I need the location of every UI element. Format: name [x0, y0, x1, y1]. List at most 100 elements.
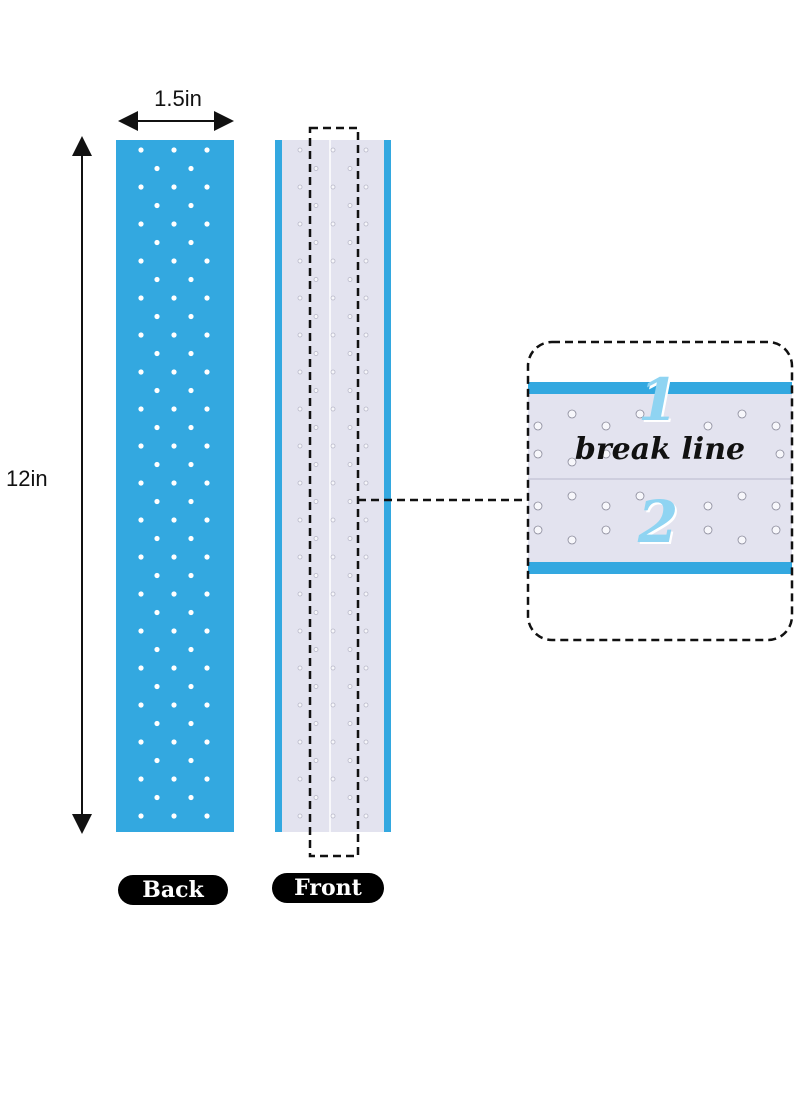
hole-dot-icon	[154, 313, 160, 320]
hole-dot-icon	[297, 184, 303, 190]
hole-dot-icon	[363, 332, 369, 338]
hole-dot-icon	[297, 480, 303, 486]
hole-dot-icon	[313, 388, 319, 393]
hole-dot-icon	[567, 491, 577, 501]
hole-dot-icon	[703, 501, 713, 511]
hole-dot-icon	[204, 702, 210, 708]
hole-dot-icon	[313, 536, 319, 541]
hole-dot-icon	[154, 424, 160, 431]
hole-dot-icon	[171, 443, 177, 449]
hole-dot-icon	[204, 739, 210, 745]
hole-dot-icon	[330, 258, 336, 264]
hole-dot-icon	[204, 480, 210, 486]
hole-dot-icon	[347, 721, 353, 726]
hole-dot-icon	[601, 421, 611, 431]
hole-dot-icon	[703, 525, 713, 535]
hole-dot-icon	[204, 258, 210, 264]
hole-dot-icon	[204, 628, 210, 634]
hole-dot-icon	[154, 572, 160, 579]
hole-dot-icon	[313, 351, 319, 356]
zoom-number-bottom: 2	[637, 488, 679, 556]
hole-dot-icon	[313, 721, 319, 726]
hole-dot-icon	[347, 425, 353, 430]
hole-dot-icon	[154, 350, 160, 357]
hole-dot-icon	[330, 665, 336, 671]
hole-dot-icon	[703, 421, 713, 431]
hole-dot-icon	[204, 554, 210, 560]
hole-dot-icon	[347, 684, 353, 689]
hole-dot-icon	[171, 813, 177, 819]
hole-dot-icon	[138, 369, 144, 375]
hole-dot-icon	[204, 221, 210, 227]
hole-dot-icon	[330, 369, 336, 375]
hole-dot-icon	[171, 591, 177, 597]
hole-dot-icon	[363, 258, 369, 264]
hole-dot-icon	[171, 406, 177, 412]
hole-dot-icon	[154, 239, 160, 246]
hole-dot-icon	[330, 443, 336, 449]
hole-dot-icon	[171, 221, 177, 227]
hole-dot-icon	[330, 406, 336, 412]
hole-dot-icon	[737, 409, 747, 419]
hole-dot-icon	[635, 409, 645, 419]
hole-dot-icon	[154, 498, 160, 505]
hole-dot-icon	[363, 628, 369, 634]
hole-dot-icon	[313, 314, 319, 319]
hole-dot-icon	[347, 351, 353, 356]
hole-dot-icon	[313, 203, 319, 208]
hole-dot-icon	[171, 517, 177, 523]
hole-dot-icon	[188, 202, 194, 209]
hole-dot-icon	[297, 776, 303, 782]
hole-dot-icon	[188, 757, 194, 764]
hole-dot-icon	[171, 739, 177, 745]
hole-dot-icon	[154, 276, 160, 283]
hole-dot-icon	[771, 421, 781, 431]
hole-dot-icon	[171, 702, 177, 708]
hole-dot-icon	[313, 240, 319, 245]
hole-dot-icon	[188, 535, 194, 542]
hole-dot-icon	[171, 295, 177, 301]
hole-dot-icon	[313, 610, 319, 615]
hole-dot-icon	[138, 406, 144, 412]
front-label: Front	[272, 873, 384, 903]
zoom-number-top: 1	[637, 366, 679, 434]
hole-dot-icon	[188, 276, 194, 283]
hole-dot-icon	[313, 277, 319, 282]
hole-dot-icon	[771, 501, 781, 511]
hole-dot-icon	[313, 462, 319, 467]
hole-dot-icon	[138, 147, 144, 153]
hole-dot-icon	[204, 813, 210, 819]
hole-dot-icon	[363, 295, 369, 301]
hole-dot-icon	[533, 449, 543, 459]
hole-dot-icon	[188, 313, 194, 320]
hole-dot-icon	[188, 498, 194, 505]
hole-dot-icon	[330, 517, 336, 523]
hole-dot-icon	[297, 517, 303, 523]
break-line-label: break line	[574, 432, 746, 467]
hole-dot-icon	[297, 813, 303, 819]
hole-dot-icon	[363, 554, 369, 560]
front-highlight-box	[308, 126, 360, 858]
hole-dot-icon	[171, 776, 177, 782]
hole-dot-icon	[363, 665, 369, 671]
hole-dot-icon	[138, 702, 144, 708]
zoom-perforations	[533, 409, 785, 545]
hole-dot-icon	[188, 387, 194, 394]
hole-dot-icon	[204, 184, 210, 190]
hole-dot-icon	[188, 572, 194, 579]
hole-dot-icon	[363, 443, 369, 449]
hole-dot-icon	[313, 758, 319, 763]
hole-dot-icon	[771, 525, 781, 535]
hole-dot-icon	[567, 409, 577, 419]
hole-dot-icon	[533, 501, 543, 511]
hole-dot-icon	[363, 517, 369, 523]
hole-dot-icon	[297, 221, 303, 227]
hole-dot-icon	[347, 166, 353, 171]
hole-dot-icon	[297, 406, 303, 412]
hole-dot-icon	[601, 501, 611, 511]
hole-dot-icon	[297, 628, 303, 634]
hole-dot-icon	[330, 776, 336, 782]
hole-dot-icon	[154, 646, 160, 653]
hole-dot-icon	[171, 369, 177, 375]
hole-dot-icon	[204, 147, 210, 153]
